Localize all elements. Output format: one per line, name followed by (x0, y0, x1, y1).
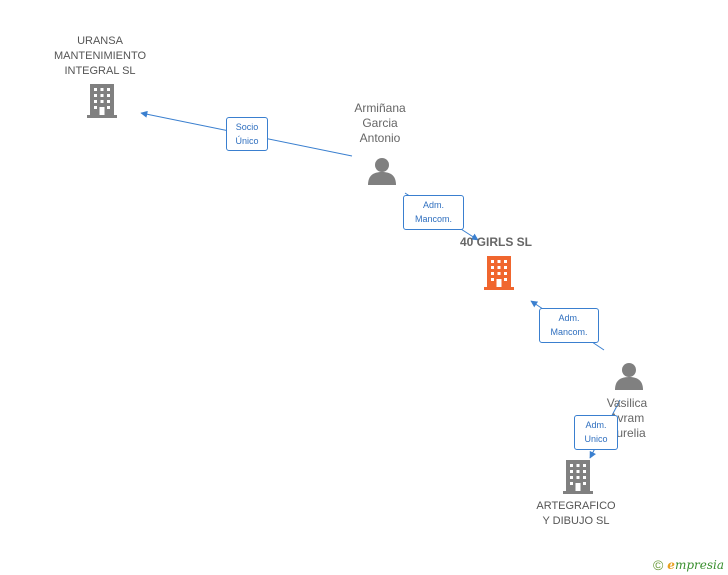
edge-label-line: Socio (235, 122, 259, 132)
node-label-line: Armiñana (354, 101, 406, 115)
node-label-artegrafico: ARTEGRAFICO Y DIBUJO SL (516, 499, 636, 529)
center-building-icon[interactable] (484, 256, 514, 290)
brand-e: e (667, 558, 675, 572)
node-label-line: Antonio (359, 131, 401, 145)
brand-rest: mpresia (674, 558, 724, 572)
node-label-line: URANSA (77, 35, 123, 47)
edge-label-adm-3[interactable]: Adm. Unico (574, 415, 618, 450)
edge-label-line: Mancom. (414, 214, 452, 224)
node-label-line: Garcia (362, 116, 398, 130)
node-label-line: Vasilica (606, 396, 648, 410)
edge-label-line: Mancom. (550, 327, 588, 337)
building-icon[interactable] (87, 84, 117, 118)
edge-label-line: Único (235, 136, 259, 146)
node-label-line: Avram (609, 411, 645, 425)
person-icon[interactable] (615, 363, 643, 390)
edge-label-line: Unico (584, 434, 608, 444)
edge-label-socio[interactable]: Socio Único (226, 117, 268, 151)
edge-label-adm-2[interactable]: Adm. Mancom. (539, 308, 599, 343)
node-label-uransa: URANSA MANTENIMIENTO INTEGRAL SL (40, 34, 160, 79)
copyright-icon: © (652, 557, 664, 573)
node-label-line: MANTENIMIENTO (53, 50, 147, 62)
edge-label-line: Adm. (558, 313, 580, 323)
node-label-armi: Armiñana Garcia Antonio (330, 101, 430, 146)
node-label-line: Y DIBUJO SL (542, 515, 610, 527)
node-label-line: ARTEGRAFICO (536, 500, 616, 512)
edge-label-line: Adm. (585, 420, 607, 430)
edge-label-line: Adm. (422, 200, 444, 210)
brand-name: empresia (667, 558, 724, 572)
empresia-logo: © empresia (653, 557, 724, 573)
person-icon[interactable] (368, 158, 396, 185)
node-label-line: 40 GIRLS SL (459, 235, 533, 249)
node-label-center: 40 GIRLS SL (446, 235, 546, 250)
building-icon[interactable] (563, 460, 593, 494)
edge-label-adm-1[interactable]: Adm. Mancom. (403, 195, 464, 230)
node-label-line: INTEGRAL SL (64, 65, 136, 77)
